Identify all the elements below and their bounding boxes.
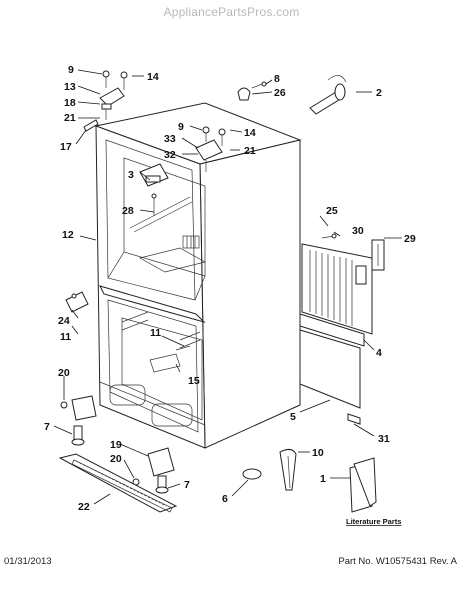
callout-20-left: 20 — [58, 367, 70, 379]
part-4-5-panel — [299, 313, 365, 409]
callout-8: 8 — [274, 73, 280, 85]
callout-11-left: 11 — [60, 331, 71, 343]
footer-date: 01/31/2013 — [4, 556, 52, 567]
callout-18: 18 — [64, 97, 76, 109]
callout-31: 31 — [378, 433, 390, 445]
callout-9-center: 9 — [178, 121, 184, 133]
callout-11-center: 11 — [150, 327, 161, 339]
watermark: AppliancePartsPros.com — [163, 5, 300, 19]
callout-9-left: 9 — [68, 64, 74, 76]
part-1-literature — [349, 457, 377, 513]
literature-parts-label: Literature Parts — [346, 517, 401, 526]
callout-17: 17 — [60, 141, 72, 153]
callout-10: 10 — [312, 447, 324, 459]
callout-7-left: 7 — [44, 421, 50, 433]
callout-25: 25 — [326, 205, 338, 217]
part-31-screw — [347, 413, 361, 425]
callout-14-center: 14 — [244, 127, 256, 139]
callout-13: 13 — [64, 81, 76, 93]
callout-14-left: 14 — [147, 71, 159, 83]
top-hinge-left — [83, 70, 128, 132]
part-29-clip — [371, 239, 385, 271]
part-22-rail — [58, 453, 178, 513]
footer-part-number: Part No. W10575431 Rev. A — [338, 556, 457, 567]
callout-1: 1 — [320, 473, 326, 485]
leader-lines — [53, 69, 402, 505]
callout-2: 2 — [376, 87, 382, 99]
callout-22: 22 — [78, 501, 90, 513]
part-10-tube — [279, 448, 297, 491]
callout-5: 5 — [290, 411, 296, 423]
part-6-cap — [242, 468, 262, 480]
callout-15: 15 — [188, 375, 200, 387]
callout-3: 3 — [128, 169, 134, 181]
part-3-bracket — [139, 163, 169, 216]
callout-29: 29 — [404, 233, 416, 245]
callout-19: 19 — [110, 439, 122, 451]
part-2-pin — [309, 75, 347, 115]
callout-4: 4 — [376, 347, 382, 359]
lower-hinge-center — [132, 447, 175, 494]
callout-33: 33 — [164, 133, 176, 145]
part-30-grille — [301, 233, 373, 335]
callout-12: 12 — [62, 229, 74, 241]
callout-21-left: 21 — [64, 112, 76, 124]
part-24-bracket — [65, 291, 89, 313]
callout-6: 6 — [222, 493, 228, 505]
callout-30: 30 — [352, 225, 364, 237]
callout-24: 24 — [58, 315, 70, 327]
callout-26: 26 — [274, 87, 286, 99]
callout-28: 28 — [122, 205, 134, 217]
callout-20-center: 20 — [110, 453, 122, 465]
callout-21-center: 21 — [244, 145, 256, 157]
callout-numbers: 9 14 13 18 21 17 8 26 2 9 14 33 32 21 3 … — [44, 64, 416, 526]
lower-hinge-left — [60, 395, 97, 446]
callout-32: 32 — [164, 149, 176, 161]
part-8-26 — [237, 81, 267, 101]
top-hinge-center — [195, 126, 226, 172]
part-15-bracket — [149, 345, 191, 373]
cabinet — [94, 102, 302, 449]
callout-7-center: 7 — [184, 479, 190, 491]
